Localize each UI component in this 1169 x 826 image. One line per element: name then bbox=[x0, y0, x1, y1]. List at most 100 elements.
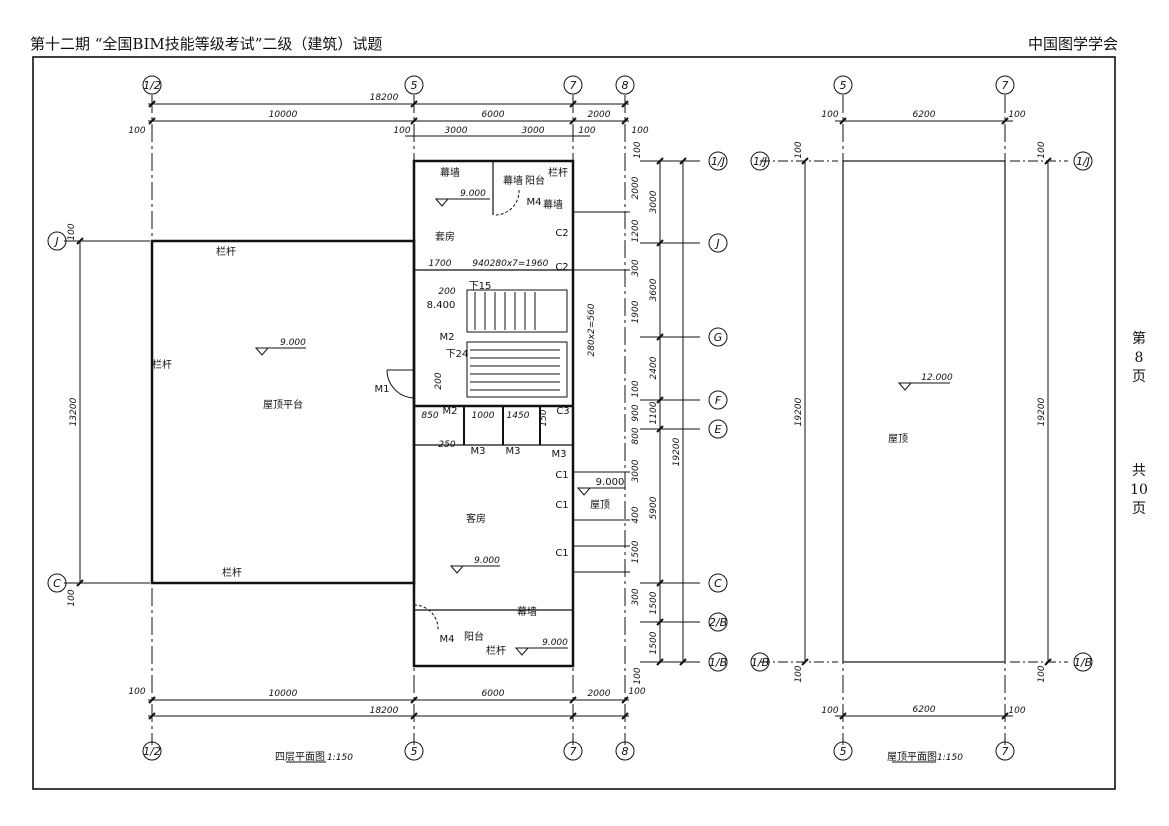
axis-label-J-left: J bbox=[53, 235, 58, 248]
dim-3000-right-col: 3000 bbox=[649, 190, 659, 213]
roof-axis-label-5-top: 5 bbox=[840, 79, 847, 92]
sheet-frame bbox=[32, 56, 1116, 790]
axis-label-1-J: 1/J bbox=[711, 155, 725, 168]
axis-label-7-top: 7 bbox=[570, 79, 577, 92]
dim-100-left-C: 100 bbox=[67, 589, 77, 606]
dim-2000-right-col: 2000 bbox=[631, 176, 641, 199]
dim-1500-lower: 1500 bbox=[649, 631, 659, 654]
dim-3600: 3600 bbox=[649, 278, 659, 301]
dim-stair-run: 280x7=1960 bbox=[490, 259, 549, 269]
page-total-marker: 共 10 页 bbox=[1130, 463, 1148, 517]
axis-label-1-2-top: 1/2 bbox=[143, 79, 161, 92]
dim-300-upper: 300 bbox=[631, 259, 641, 276]
axis-label-C-left: C bbox=[53, 577, 61, 590]
label-railing-balcony-bottom: 栏杆 bbox=[486, 644, 506, 657]
roof-axis-label-7-top: 7 bbox=[1002, 79, 1009, 92]
page-number-marker: 第 8 页 bbox=[1132, 331, 1146, 385]
dim-1200-right-col: 1200 bbox=[631, 219, 641, 242]
label-door-m3-1: M3 bbox=[471, 446, 486, 457]
roof-axis-label-1-B-left: 1/B bbox=[751, 656, 769, 669]
roof-dim-100-bottom-right: 100 bbox=[1008, 706, 1025, 716]
label-door-m3-3: M3 bbox=[552, 449, 567, 460]
label-railing-top: 栏杆 bbox=[216, 245, 236, 258]
roof-plan bbox=[750, 75, 1093, 763]
dim-1000: 1000 bbox=[472, 411, 495, 421]
dim-overall-top: 18200 bbox=[370, 93, 399, 103]
label-door-m2-lower: M2 bbox=[443, 406, 458, 417]
dim-100-right-F: 100 bbox=[631, 380, 641, 397]
axis-label-C-right: C bbox=[714, 577, 722, 590]
roof-dim-100-bottom-left: 100 bbox=[821, 706, 838, 716]
axis-label-F: F bbox=[715, 394, 722, 407]
dim-850: 850 bbox=[421, 411, 438, 421]
level-stair-landing: 8.400 bbox=[427, 300, 456, 311]
label-guest-room: 客房 bbox=[466, 512, 486, 525]
dim-100-left-J: 100 bbox=[67, 223, 77, 240]
roof-dim-100-right-top: 100 bbox=[1037, 141, 1047, 158]
axis-label-8-bottom: 8 bbox=[622, 745, 629, 758]
floor-plan bbox=[47, 75, 728, 763]
dim-6000-top: 6000 bbox=[482, 110, 505, 120]
label-window-c3: C3 bbox=[556, 406, 569, 417]
dim-200-stair: 200 bbox=[438, 287, 455, 297]
axis-label-J-right: J bbox=[714, 237, 719, 250]
label-down-24: 下24 bbox=[446, 349, 469, 360]
roof-dim-100-right-bottom: 100 bbox=[1037, 665, 1047, 682]
roof-axis-label-5-bottom: 5 bbox=[840, 745, 847, 758]
dim-19200-right: 19200 bbox=[672, 437, 682, 466]
axis-label-5-top: 5 bbox=[411, 79, 418, 92]
axis-label-1-2-bottom: 1/2 bbox=[143, 745, 161, 758]
label-door-m2-upper: M2 bbox=[440, 332, 455, 343]
level-suite: 9.000 bbox=[460, 189, 486, 199]
label-window-c1-2: C1 bbox=[555, 500, 568, 511]
label-window-c2-2: C2 bbox=[555, 262, 568, 273]
dim-200-door: 200 bbox=[434, 372, 444, 389]
roof-axis-label-1-B-right: 1/B bbox=[1074, 656, 1092, 669]
roof-dim-100-top-right: 100 bbox=[1008, 110, 1025, 120]
label-curtain-wall-bottom: 幕墙 bbox=[517, 605, 537, 618]
roof-level: 12.000 bbox=[921, 373, 953, 383]
dim-150: 150 bbox=[539, 409, 549, 426]
dim-6000-bottom: 6000 bbox=[482, 689, 505, 699]
level-terrace: 9.000 bbox=[280, 338, 306, 348]
dim-100-bottom-left: 100 bbox=[128, 687, 145, 697]
axis-label-7-bottom: 7 bbox=[570, 745, 577, 758]
dim-100-top-8: 100 bbox=[631, 126, 648, 136]
dim-940: 940 bbox=[472, 259, 489, 269]
dim-100-right-top: 100 bbox=[633, 141, 643, 158]
dim-overall-bottom: 18200 bbox=[370, 706, 399, 716]
floor-plan-title: 四层平面图 bbox=[275, 751, 325, 763]
level-balcony: 9.000 bbox=[542, 638, 568, 648]
label-roof-terrace: 屋顶平台 bbox=[263, 398, 303, 411]
roof-axis-label-7-bottom: 7 bbox=[1002, 745, 1009, 758]
label-balcony-bottom: 阳台 bbox=[464, 630, 484, 643]
label-door-m4-top: M4 bbox=[527, 197, 542, 208]
dim-5900: 5900 bbox=[649, 496, 659, 519]
label-curtain-wall-2: 幕墙 bbox=[503, 174, 523, 187]
label-down-15: 下15 bbox=[469, 281, 492, 292]
dim-100-top-left: 100 bbox=[128, 126, 145, 136]
roof-axis-label-1-J-right: 1/J bbox=[1076, 155, 1090, 168]
roof-dim-100-left-bottom: 100 bbox=[794, 665, 804, 682]
dim-2000-top: 2000 bbox=[588, 110, 611, 120]
dim-1500-upper: 1500 bbox=[631, 540, 641, 563]
dim-800: 800 bbox=[631, 427, 641, 444]
floor-plan-scale: 1:150 bbox=[327, 753, 353, 763]
dim-3000-left: 3000 bbox=[445, 126, 468, 136]
roof-dim-6200-bottom: 6200 bbox=[913, 705, 936, 715]
dim-300-lower: 300 bbox=[631, 588, 641, 605]
roof-label: 屋顶 bbox=[888, 433, 908, 445]
dim-1900: 1900 bbox=[631, 300, 641, 323]
dim-2400: 2400 bbox=[649, 356, 659, 379]
axis-label-5-bottom: 5 bbox=[411, 745, 418, 758]
label-railing-left: 栏杆 bbox=[152, 358, 172, 371]
roof-dim-19200-right: 19200 bbox=[1037, 397, 1047, 426]
label-roof-side: 屋顶 bbox=[590, 499, 610, 511]
dim-1100: 1100 bbox=[649, 401, 659, 424]
dim-stair-landing: 280x2=560 bbox=[587, 303, 597, 356]
roof-plan-scale: 1:150 bbox=[937, 753, 963, 763]
label-door-m1: M1 bbox=[375, 384, 390, 395]
dim-3000-right: 3000 bbox=[522, 126, 545, 136]
sheet-title: 第十二期 “全国BIM技能等级考试”二级（建筑）试题 bbox=[30, 35, 383, 53]
